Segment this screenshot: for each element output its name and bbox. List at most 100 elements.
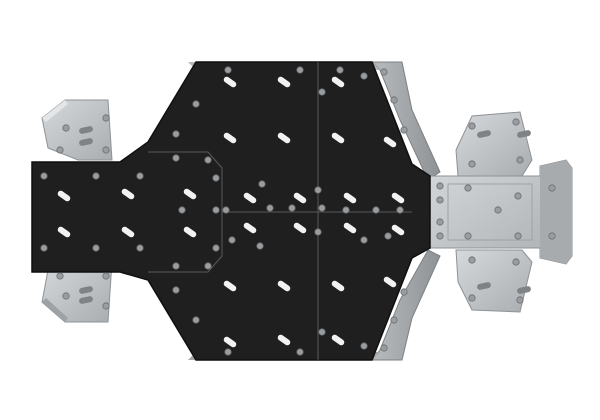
bolt-head bbox=[512, 258, 520, 266]
bolt-head bbox=[548, 232, 556, 240]
bolt-head bbox=[222, 206, 230, 214]
plate-slot bbox=[477, 282, 491, 290]
bolt-head bbox=[468, 160, 476, 168]
bolt-head bbox=[172, 130, 180, 138]
bolt-head bbox=[400, 126, 408, 134]
bolt-head bbox=[172, 262, 180, 270]
plate-slot bbox=[79, 286, 93, 294]
bolt-head bbox=[514, 192, 522, 200]
rear-differential-guard bbox=[429, 159, 573, 265]
bolt-head bbox=[548, 184, 556, 192]
bolt-head bbox=[390, 96, 398, 104]
bolt-head bbox=[380, 344, 388, 352]
bolt-head bbox=[318, 204, 326, 212]
bolt-head bbox=[192, 100, 200, 108]
plate-slot bbox=[277, 132, 291, 144]
bolt-head bbox=[360, 72, 368, 80]
bolt-head bbox=[372, 206, 380, 214]
bolt-head bbox=[296, 66, 304, 74]
bolt-head bbox=[102, 114, 110, 122]
plate-slot bbox=[343, 222, 357, 234]
bolt-head bbox=[468, 294, 476, 302]
bolt-head bbox=[512, 118, 520, 126]
plate-slot bbox=[383, 276, 397, 288]
bolt-head bbox=[390, 316, 398, 324]
plate-slot bbox=[331, 132, 345, 144]
bolt-head bbox=[318, 88, 326, 96]
plate-slot bbox=[517, 286, 531, 294]
plate-slot-group bbox=[57, 76, 531, 348]
plate-slot bbox=[243, 222, 257, 234]
plate-slot bbox=[57, 226, 71, 238]
bolt-head bbox=[396, 206, 404, 214]
plate-slot bbox=[293, 192, 307, 204]
bolt-head bbox=[336, 66, 344, 74]
plate-slot bbox=[57, 190, 71, 202]
plate-slot bbox=[79, 296, 93, 304]
plate-slot bbox=[391, 192, 405, 204]
plate-slot bbox=[79, 138, 93, 146]
plate-slot bbox=[121, 188, 135, 200]
plate-slot bbox=[383, 136, 397, 148]
bolt-head bbox=[136, 172, 144, 180]
plate-slot bbox=[331, 280, 345, 292]
bolt-head bbox=[296, 348, 304, 356]
bolt-head bbox=[102, 302, 110, 310]
bolt-head bbox=[204, 156, 212, 164]
bolt-head bbox=[224, 348, 232, 356]
bolt-head bbox=[360, 236, 368, 244]
bolt-head bbox=[436, 232, 444, 240]
plate-slot bbox=[121, 226, 135, 238]
bolt-head bbox=[224, 66, 232, 74]
plate-slot bbox=[331, 334, 345, 346]
bolt-head bbox=[468, 122, 476, 130]
bolt-head bbox=[56, 272, 64, 280]
bolt-head bbox=[228, 236, 236, 244]
plate-slot bbox=[277, 76, 291, 88]
bolt-head bbox=[62, 124, 70, 132]
plate-slot bbox=[391, 224, 405, 236]
bolt-head bbox=[494, 206, 502, 214]
bolt-head bbox=[172, 154, 180, 162]
plate-slot bbox=[331, 76, 345, 88]
bolt-head bbox=[464, 184, 472, 192]
bolt-head bbox=[436, 182, 444, 190]
bolt-head bbox=[288, 204, 296, 212]
bolt-head bbox=[192, 316, 200, 324]
bolt-head bbox=[514, 232, 522, 240]
bolt-head bbox=[266, 204, 274, 212]
bolt-head bbox=[436, 218, 444, 226]
bolt-head bbox=[102, 272, 110, 280]
plate-slot bbox=[517, 130, 531, 138]
bolt-head bbox=[92, 244, 100, 252]
bolt-head bbox=[56, 146, 64, 154]
bolt-head bbox=[102, 146, 110, 154]
plate-slot bbox=[277, 334, 291, 346]
bolt-head bbox=[342, 206, 350, 214]
bolt-head bbox=[172, 286, 180, 294]
bolt-head bbox=[516, 296, 524, 304]
bolt-head bbox=[314, 186, 322, 194]
plate-slot bbox=[243, 192, 257, 204]
plate-slot bbox=[79, 126, 93, 134]
plate-slot bbox=[223, 132, 237, 144]
bolt-head bbox=[516, 156, 524, 164]
bolt-head bbox=[212, 174, 220, 182]
bolt-head bbox=[212, 244, 220, 252]
bolt-head bbox=[436, 196, 444, 204]
bolt-head bbox=[384, 232, 392, 240]
plate-slot bbox=[183, 226, 197, 238]
bolt-head bbox=[256, 242, 264, 250]
plate-slot bbox=[223, 76, 237, 88]
bolt-head bbox=[360, 342, 368, 350]
bolt-head bbox=[136, 244, 144, 252]
front-left-upper-guard bbox=[41, 99, 113, 161]
bolt-head bbox=[258, 180, 266, 188]
bolt-head bbox=[464, 232, 472, 240]
bolt-head bbox=[62, 292, 70, 300]
bolt-head bbox=[40, 172, 48, 180]
rear-right-upper-guard bbox=[455, 111, 533, 177]
bolt-head bbox=[314, 228, 322, 236]
